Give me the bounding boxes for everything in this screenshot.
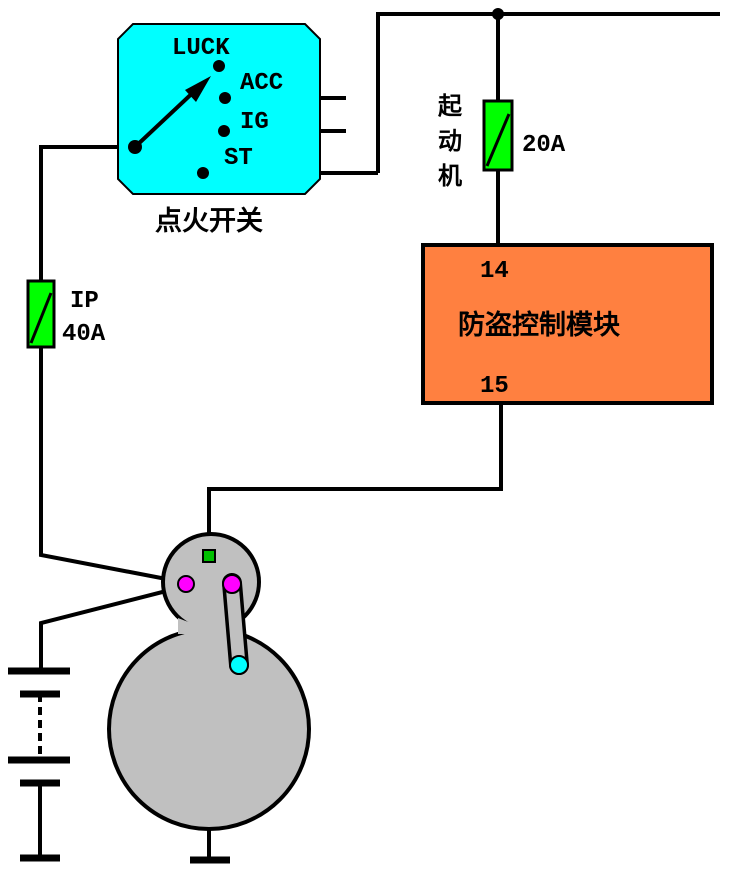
fuse-starter [482,99,514,172]
switch-pivot [128,140,142,154]
battery [8,667,70,862]
wire-switch-to-ip-fuse [39,145,135,281]
contact-luck [213,60,225,72]
module-pin-15: 15 [480,373,509,400]
module-label: 防盗控制模块 [458,310,621,341]
switch-arrow-head [185,76,211,102]
wire-ip-fuse-to-solenoid [39,347,183,584]
contact-st [197,167,209,179]
terminal-output [229,655,249,675]
terminal-lever-top [222,574,242,594]
module-pin-14: 14 [480,258,509,285]
fuse-starter-name-2: 动 [438,127,462,155]
contact-ig [218,125,230,137]
label-luck: LUCK [172,35,230,62]
fuse-ip [26,279,56,349]
fuse-ip-rating: 40A [62,321,106,348]
ignition-switch[interactable]: LUCK ACC IG ST [117,23,321,195]
ignition-switch-label: 点火开关 [155,206,263,237]
motor-body [107,627,311,831]
terminal-control [202,549,216,563]
fuse-ip-element [29,292,53,344]
wire-module-to-solenoid [207,403,503,552]
anti-theft-module-body [421,243,714,405]
contact-acc [219,92,231,104]
wire-battery-to-solenoid [39,585,183,671]
starter-motor [107,532,311,864]
switch-arm [133,84,202,149]
fuse-ip-name: IP [70,288,99,315]
fuse-starter-name-3: 机 [438,162,462,190]
fuse-starter-element [485,113,511,167]
fuse-starter-rating: 20A [522,132,566,159]
terminal-power [177,575,195,593]
contact-lever [225,576,246,672]
anti-theft-module[interactable]: 14 防盗控制模块 15 [421,243,714,405]
label-st: ST [224,145,253,172]
fuse-starter-name-1: 起 [437,92,463,120]
label-acc: ACC [240,70,283,97]
wire-top-bus [376,12,720,173]
ignition-switch-body [117,23,321,195]
motor-solenoid-joint [178,618,240,634]
junction-node [492,8,504,20]
label-ig: IG [240,109,269,136]
